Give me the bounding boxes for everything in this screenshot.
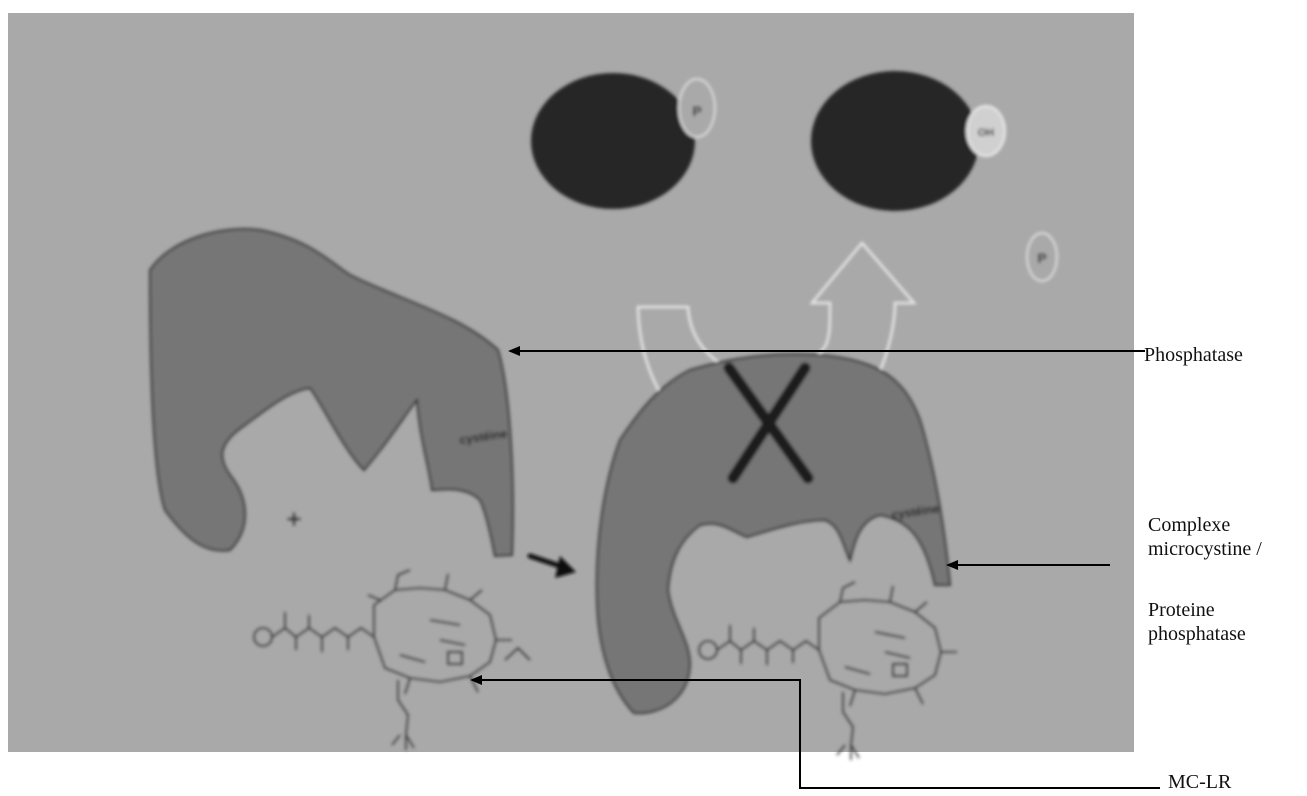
complex-label-line1: Complexe — [1148, 514, 1231, 536]
free-phosphate-label: P — [1037, 250, 1046, 266]
complex-label-line2: microcystine / — [1148, 538, 1262, 560]
plus-sign: + — [286, 504, 301, 534]
phosphorylated-protein — [531, 73, 695, 209]
protein-label-line1: Proteine — [1148, 599, 1215, 621]
dephosphorylated-protein — [811, 71, 979, 211]
free-phosphatase-enzyme — [148, 228, 514, 558]
cysteine-label-free: cystéine — [458, 426, 508, 447]
protein-phosphatase-label: Proteine phosphatase — [1148, 598, 1246, 650]
bound-complex-molecule — [698, 581, 957, 760]
phosphate-label-attached: P — [692, 103, 701, 119]
oh-label: OH — [978, 127, 995, 139]
cysteine-label-bound: cystéine — [890, 501, 940, 522]
mclr-leader-line — [470, 675, 1160, 789]
inhibition-cross-b — [727, 362, 811, 484]
protein-label-line2: phosphatase — [1148, 623, 1246, 645]
mclr-molecule — [253, 569, 531, 750]
complex-label: Complexe microcystine / — [1148, 513, 1262, 561]
mclr-label: MC-LR — [1168, 771, 1232, 793]
phosphate-bubble-attached — [678, 78, 716, 138]
binding-arrow-head — [555, 556, 576, 578]
free-phosphate-bubble — [1026, 232, 1058, 282]
phosphatase-label: Phosphatase — [1144, 344, 1243, 366]
oh-bubble — [966, 105, 1006, 157]
bound-phosphatase-enzyme — [595, 353, 952, 715]
